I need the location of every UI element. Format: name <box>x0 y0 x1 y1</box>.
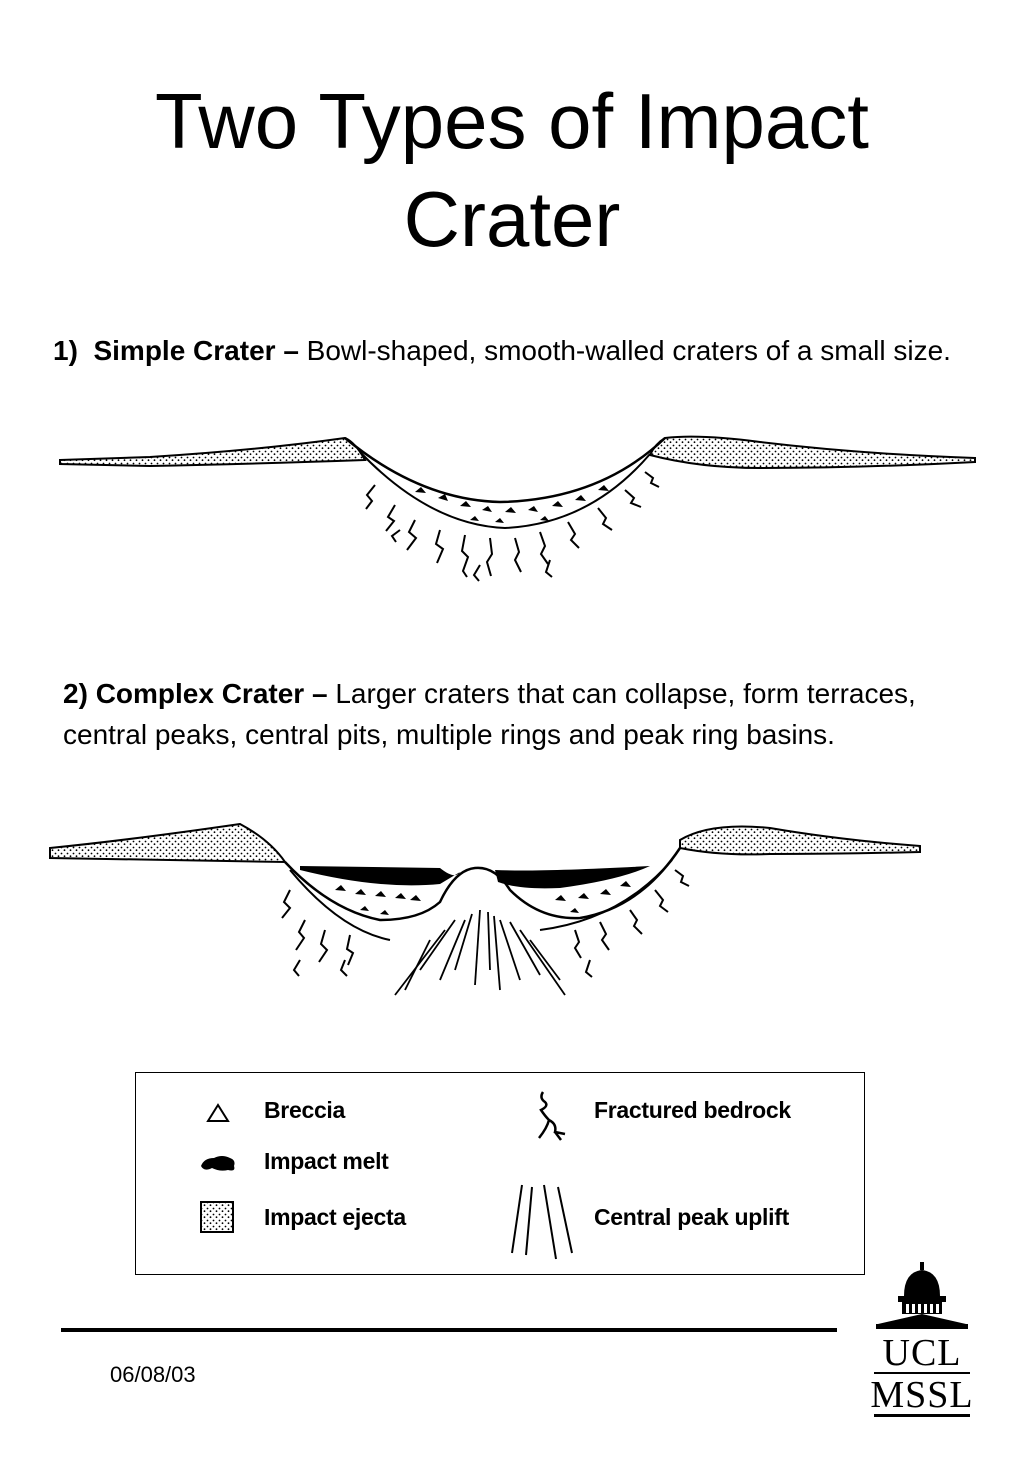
melt-blob-icon <box>201 1156 235 1171</box>
footer-rule <box>61 1328 837 1332</box>
logo-divider <box>874 1372 970 1374</box>
title-line-1: Two Types of Impact <box>155 77 869 165</box>
dome-building-icon <box>876 1262 968 1329</box>
legend-fractured-bedrock-label: Fractured bedrock <box>594 1097 791 1123</box>
uplift-lines-icon <box>511 1184 573 1260</box>
simple-crater-text: 1) Simple Crater – Bowl-shaped, smooth-w… <box>53 330 953 371</box>
simple-number: 1) <box>53 335 78 366</box>
legend-box: Breccia Impact melt Impact ejecta Fractu… <box>135 1072 865 1275</box>
complex-crater-text: 2) Complex Crater – Larger craters that … <box>63 673 943 755</box>
legend-breccia-label: Breccia <box>264 1097 346 1123</box>
legend-impact-melt-label: Impact melt <box>264 1148 389 1174</box>
stipple-square-icon <box>200 1201 234 1233</box>
legend-central-peak-uplift-label: Central peak uplift <box>594 1204 789 1230</box>
simple-crater-diagram <box>59 435 976 582</box>
complex-number: 2) <box>63 678 88 709</box>
logo-ucl-text: UCL <box>882 1332 962 1374</box>
complex-description: Larger craters that can collapse, form t… <box>63 678 916 750</box>
ucl-mssl-logo: UCL MSSL <box>870 1262 974 1422</box>
legend-impact-ejecta-label: Impact ejecta <box>264 1204 406 1230</box>
page-title: Two Types of Impact Crater <box>0 72 1024 268</box>
simple-heading: Simple Crater – <box>93 335 299 366</box>
footer-date: 06/08/03 <box>110 1362 196 1387</box>
complex-crater-diagram <box>49 822 921 996</box>
title-line-2: Crater <box>403 175 621 263</box>
complex-heading: Complex Crater – <box>95 678 328 709</box>
simple-description: Bowl-shaped, smooth-walled craters of a … <box>306 335 951 366</box>
fracture-icon <box>538 1091 566 1141</box>
logo-mssl-text: MSSL <box>870 1374 974 1416</box>
logo-underline <box>874 1414 970 1417</box>
triangle-icon <box>206 1103 230 1122</box>
